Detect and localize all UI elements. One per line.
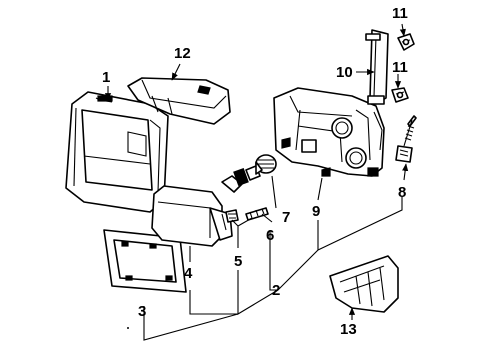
- bulb-socket-and-nut: [225, 207, 269, 223]
- callout-3: 3: [138, 303, 146, 320]
- callout-11-upper: 11: [392, 5, 408, 22]
- bulb: [221, 165, 261, 193]
- callout-13: 13: [340, 321, 357, 338]
- adjusting-screw: [395, 115, 417, 163]
- headlamp-upper-shield: [127, 77, 231, 125]
- callout-9: 9: [312, 203, 320, 220]
- callout-7: 7: [282, 209, 290, 226]
- leader-lines: [104, 23, 409, 341]
- callout-4: 4: [184, 265, 193, 282]
- headlamp-housing: [273, 87, 385, 177]
- turn-signal-lamp: [151, 185, 233, 247]
- callout-1: 1: [102, 69, 110, 86]
- callout-10: 10: [336, 64, 353, 81]
- callout-11-lower: 11: [392, 59, 408, 76]
- side-marker-lamp: [329, 255, 399, 313]
- lamp-mounting-frame: [103, 229, 187, 293]
- headlamp-bezel: [65, 91, 169, 213]
- headlamp-adjuster: [255, 154, 277, 175]
- retainer-clip-upper: [397, 33, 415, 51]
- headlamp-bracket: [365, 29, 389, 105]
- callout-6: 6: [266, 227, 274, 244]
- callout-8: 8: [398, 184, 406, 201]
- callout-12: 12: [174, 45, 191, 62]
- callout-labels: 1 12 11 10 11 8 7 6 9 5 4 2 3 13: [102, 5, 408, 338]
- callout-5: 5: [234, 253, 242, 270]
- callout-2: 2: [272, 282, 280, 299]
- retainer-clip-lower: [391, 87, 409, 103]
